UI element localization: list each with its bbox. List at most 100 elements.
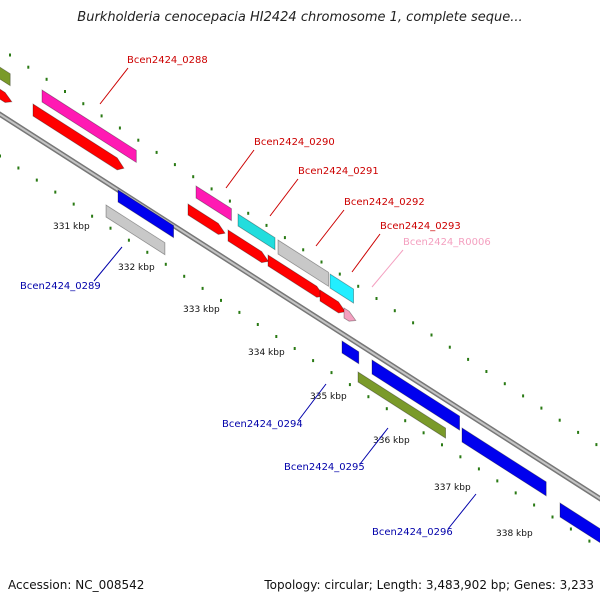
- tick-dot: [533, 503, 536, 507]
- tick-dot: [109, 226, 112, 230]
- tick-dot: [503, 382, 506, 386]
- feature-0288-cog: [41, 89, 137, 164]
- tick-dot: [540, 406, 543, 410]
- tick-dot: [577, 430, 580, 434]
- tick-dot: [91, 214, 94, 218]
- tick-dot: [0, 154, 1, 158]
- map-title: Burkholderia cenocepacia HI2424 chromoso…: [77, 10, 523, 25]
- gene-leader-line: [447, 493, 477, 530]
- tick-dot: [422, 431, 425, 435]
- kbp-label: 332 kbp: [118, 263, 155, 273]
- feature-0295-cog: [357, 371, 447, 439]
- gene-label: Bcen2424_0289: [20, 281, 101, 292]
- tick-dot: [448, 345, 451, 349]
- tick-dot: [595, 443, 598, 447]
- tick-dot: [412, 321, 415, 325]
- gene-label: Bcen2424_0293: [380, 221, 461, 232]
- tick-dot: [173, 163, 176, 167]
- gene-label: Bcen2424_0294: [222, 419, 303, 430]
- tick-dot: [54, 190, 57, 194]
- tick-dot: [137, 138, 140, 142]
- tick-dot: [265, 223, 268, 227]
- tick-dot: [238, 310, 241, 314]
- tick-dot: [45, 77, 48, 81]
- tick-dot: [375, 297, 378, 300]
- tick-dot: [522, 394, 525, 398]
- feature-0290-cog: [195, 185, 232, 222]
- feature-0293-cds: [319, 289, 346, 314]
- tick-dot: [514, 491, 517, 495]
- tick-dot: [228, 199, 231, 203]
- gene-leader-line: [351, 233, 381, 273]
- backbone-inner: [0, 113, 600, 500]
- accession-label: Accession: NC_008542: [8, 578, 145, 592]
- gene-leader-line: [371, 249, 404, 288]
- feature-0296-cds: [461, 427, 547, 497]
- tick-dot: [35, 178, 38, 182]
- tick-dot: [338, 272, 341, 276]
- tick-dot: [320, 260, 323, 264]
- tick-dot: [393, 309, 396, 313]
- feature-0289-cds: [117, 189, 175, 239]
- gene-label: Bcen2424_0295: [284, 462, 365, 473]
- tick-dot: [210, 187, 213, 191]
- tick-dot: [100, 114, 103, 118]
- feature-next-cds: [559, 502, 600, 544]
- feature-0291-cds: [227, 229, 270, 264]
- feature-0288-cds: [32, 103, 125, 171]
- tick-dot: [72, 202, 75, 206]
- tick-dot: [385, 407, 388, 411]
- kbp-label: 331 kbp: [53, 222, 90, 232]
- gene-leader-line: [359, 427, 389, 465]
- gene-leader-line: [269, 178, 299, 217]
- tick-dot: [588, 539, 591, 543]
- tick-dot: [551, 515, 554, 519]
- kbp-label: 334 kbp: [248, 348, 285, 358]
- tick-dot: [118, 126, 121, 130]
- kbp-label: 333 kbp: [183, 305, 220, 315]
- tick-track-inner: [0, 154, 591, 543]
- tick-dot: [302, 248, 305, 252]
- kbp-label: 335 kbp: [310, 392, 347, 402]
- feature-prev-cds: [0, 88, 13, 103]
- tick-dot: [357, 284, 360, 288]
- tick-dot: [9, 53, 11, 57]
- tick-dot: [64, 90, 66, 93]
- kbp-label: 337 kbp: [434, 483, 471, 493]
- tick-dot: [275, 335, 278, 338]
- gene-label: Bcen2424_0288: [127, 55, 208, 66]
- tick-dot: [330, 371, 333, 375]
- tick-dot: [441, 443, 443, 447]
- tick-dot: [348, 383, 351, 387]
- tick-dot: [459, 455, 462, 459]
- feature-0289-cog: [105, 204, 166, 256]
- kbp-label: 338 kbp: [496, 529, 533, 539]
- tick-dot: [127, 238, 130, 242]
- gene-leader-line: [315, 209, 345, 247]
- tick-dot: [404, 419, 407, 423]
- gene-leader-line: [297, 383, 327, 422]
- tick-dot: [201, 286, 204, 290]
- gene-label: Bcen2424_R0006: [403, 237, 491, 248]
- tick-dot: [192, 175, 195, 179]
- gene-leader-line: [99, 67, 129, 105]
- tick-dot: [164, 262, 167, 266]
- gene-leader-line: [225, 149, 255, 189]
- tick-dot: [467, 357, 470, 361]
- kbp-label: 336 kbp: [373, 436, 410, 446]
- tick-dot: [155, 150, 158, 154]
- feature-0291-cog: [237, 213, 276, 251]
- tick-dot: [256, 323, 259, 326]
- tick-dot: [220, 298, 222, 302]
- feature-0294-cds: [341, 340, 360, 365]
- topology-label: Topology: circular; Length: 3,483,902 bp…: [264, 578, 594, 592]
- tick-dot: [367, 395, 370, 399]
- tick-dot: [82, 102, 85, 106]
- tick-dot: [293, 347, 296, 350]
- gene-label: Bcen2424_0292: [344, 197, 425, 208]
- tick-dot: [485, 370, 488, 373]
- feature-0292-cog: [277, 239, 329, 288]
- feature-prev-cog: [0, 66, 11, 87]
- tick-dot: [247, 211, 250, 215]
